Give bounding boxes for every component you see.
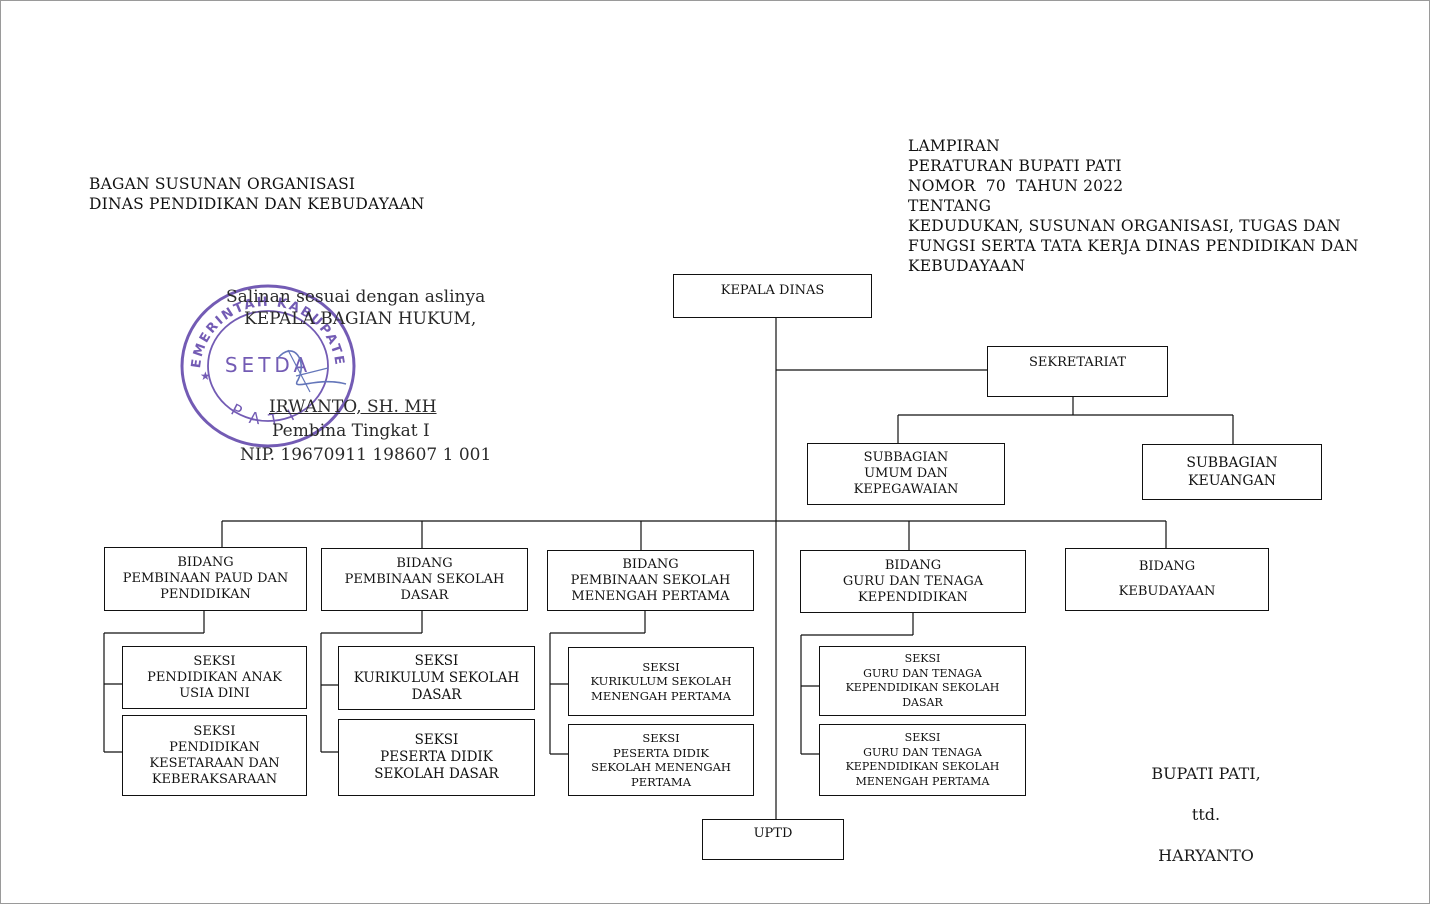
box-label: KEBERAKSARAAN (151, 771, 278, 787)
uptd-box: UPTD (702, 819, 844, 860)
box-label: MENENGAH PERTAMA (591, 688, 731, 703)
lampiran-header: LAMPIRAN PERATURAN BUPATI PATI NOMOR 70 … (908, 136, 1359, 276)
subbagian-keuangan-box: SUBBAGIAN KEUANGAN (1142, 444, 1322, 500)
box-label: GURU DAN TENAGA (863, 745, 982, 759)
box-label: SEKRETARIAT (1028, 355, 1126, 370)
box-label: PEMBINAAN SEKOLAH (344, 571, 505, 587)
box-label: KURIKULUM SEKOLAH (353, 669, 520, 686)
lampiran-line: FUNGSI SERTA TATA KERJA DINAS PENDIDIKAN… (908, 237, 1359, 255)
box-label: PENDIDIKAN (169, 739, 260, 755)
box-label: PERTAMA (630, 774, 691, 789)
box-label: USIA DINI (179, 685, 250, 701)
box-label: GURU DAN TENAGA (842, 573, 984, 589)
box-label: PENDIDIKAN (160, 587, 251, 602)
chart-title-line2: DINAS PENDIDIKAN DAN KEBUDAYAAN (89, 195, 425, 213)
seksi-gtk-1-box: SEKSI GURU DAN TENAGA KEPENDIDIKAN SEKOL… (819, 646, 1026, 716)
box-label: DASAR (411, 686, 462, 703)
box-label: SEKSI (414, 732, 459, 748)
seksi-smp-1-box: SEKSI KURIKULUM SEKOLAH MENENGAH PERTAMA (568, 647, 754, 716)
box-label: KEPENDIDIKAN SEKOLAH (845, 760, 1000, 773)
subbagian-umum-box: SUBBAGIAN UMUM DAN KEPEGAWAIAN (807, 443, 1005, 505)
box-label: KEUANGAN (1188, 473, 1276, 489)
lampiran-line: LAMPIRAN (908, 137, 1000, 155)
box-label: PESERTA DIDIK (613, 745, 709, 760)
box-label: SEKSI (904, 731, 941, 744)
box-label: SEKSI (414, 652, 459, 669)
bidang-kebudayaan-box: BIDANG KEBUDAYAAN (1065, 548, 1269, 611)
box-label: BIDANG (396, 555, 453, 571)
seksi-sd-1-box: SEKSI KURIKULUM SEKOLAH DASAR (338, 646, 535, 710)
box-label: PEMBINAAN PAUD DAN (122, 571, 289, 586)
box-label: BIDANG (884, 557, 942, 573)
box-label: KURIKULUM SEKOLAH (590, 674, 732, 689)
box-label: DASAR (400, 587, 449, 603)
box-label: UMUM DAN (864, 466, 948, 481)
lampiran-line: KEDUDUKAN, SUSUNAN ORGANISASI, TUGAS DAN (908, 217, 1341, 235)
box-label: KESETARAAN DAN (149, 755, 280, 771)
box-label: SEKSI (193, 723, 236, 739)
chart-title-line1: BAGAN SUSUNAN ORGANISASI (89, 175, 356, 193)
seksi-smp-2-box: SEKSI PESERTA DIDIK SEKOLAH MENENGAH PER… (568, 724, 754, 796)
bidang-sd-box: BIDANG PEMBINAAN SEKOLAH DASAR (321, 548, 528, 611)
bidang-gtk-box: BIDANG GURU DAN TENAGA KEPENDIDIKAN (800, 550, 1026, 613)
lampiran-line: PERATURAN BUPATI PATI (908, 157, 1122, 175)
signature-ttd: ttd. (1191, 805, 1221, 824)
kepala-dinas-box: KEPALA DINAS (673, 274, 872, 318)
certification-rank: Pembina Tingkat I (272, 421, 430, 441)
box-label: BIDANG (177, 555, 234, 570)
box-label: SEKSI (193, 653, 236, 669)
box-label: BIDANG (622, 556, 679, 572)
signature-title: BUPATI PATI, (1151, 764, 1261, 783)
bidang-smp-box: BIDANG PEMBINAAN SEKOLAH MENENGAH PERTAM… (547, 550, 754, 611)
box-label: PENDIDIKAN ANAK (147, 669, 282, 685)
box-label: KEPALA DINAS (720, 283, 825, 298)
box-label: PEMBINAAN SEKOLAH (570, 572, 731, 588)
certification-line2: KEPALA BAGIAN HUKUM, (244, 309, 477, 329)
box-label: GURU DAN TENAGA (863, 666, 982, 680)
certification-nip: NIP. 19670911 198607 1 001 (240, 445, 492, 465)
box-label: SEKOLAH MENENGAH (591, 760, 731, 774)
box-label: SEKSI (642, 659, 680, 674)
signature-name: HARYANTO (1158, 846, 1254, 865)
lampiran-line: KEBUDAYAAN (908, 257, 1026, 275)
box-label: PESERTA DIDIK (380, 749, 493, 765)
box-label: SUBBAGIAN (863, 450, 949, 465)
seksi-paud-2-box: SEKSI PENDIDIKAN KESETARAAN DAN KEBERAKS… (122, 715, 307, 796)
chart-title: BAGAN SUSUNAN ORGANISASI DINAS PENDIDIKA… (89, 174, 425, 214)
box-label: MENENGAH PERTAMA (571, 588, 730, 604)
box-label: SUBBAGIAN (1186, 455, 1278, 471)
box-label: SEKSI (904, 652, 941, 665)
box-label: KEPENDIDIKAN SEKOLAH (845, 681, 1000, 694)
box-label: KEPEGAWAIAN (853, 482, 959, 497)
box-label: DASAR (902, 695, 943, 709)
box-label: KEPENDIDIKAN (858, 589, 968, 605)
seksi-gtk-2-box: SEKSI GURU DAN TENAGA KEPENDIDIKAN SEKOL… (819, 724, 1026, 796)
box-label: BIDANG (1138, 559, 1196, 574)
box-label: SEKOLAH DASAR (374, 766, 499, 782)
certification-name: IRWANTO, SH. MH (269, 397, 437, 417)
certification-block: Salinan sesuai dengan aslinya KEPALA BAG… (226, 286, 491, 465)
box-label: MENENGAH PERTAMA (855, 774, 990, 788)
lampiran-line: TENTANG (908, 197, 992, 215)
lampiran-line: NOMOR 70 TAHUN 2022 (908, 177, 1124, 195)
box-label: SEKSI (642, 731, 680, 745)
box-label: KEBUDAYAAN (1118, 584, 1216, 599)
certification-line1: Salinan sesuai dengan aslinya (226, 287, 486, 307)
bidang-paud-box: BIDANG PEMBINAAN PAUD DAN PENDIDIKAN (104, 547, 307, 611)
seksi-paud-1-box: SEKSI PENDIDIKAN ANAK USIA DINI (122, 646, 307, 709)
sekretariat-box: SEKRETARIAT (987, 346, 1168, 397)
seksi-sd-2-box: SEKSI PESERTA DIDIK SEKOLAH DASAR (338, 719, 535, 796)
box-label: UPTD (753, 826, 793, 841)
